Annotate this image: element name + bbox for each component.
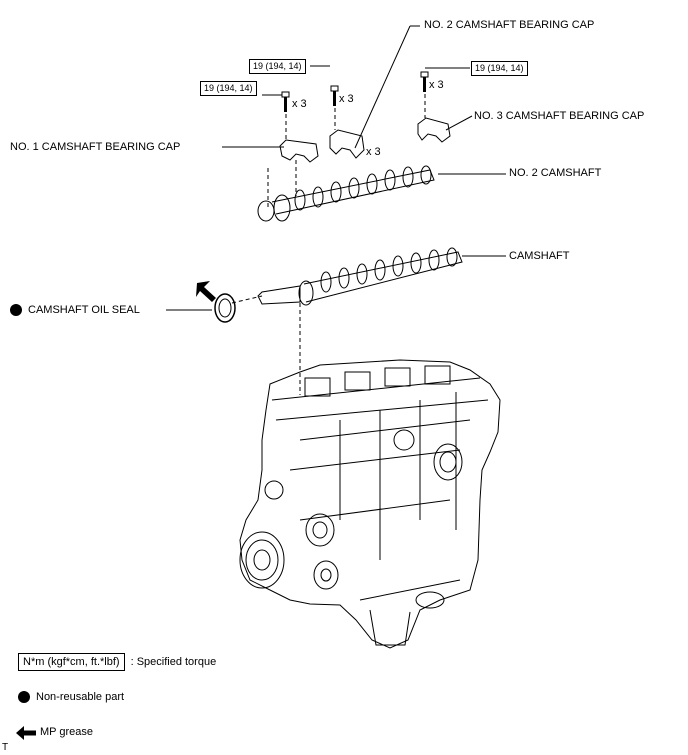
legend-torque-unit: N*m (kgf*cm, ft.*lbf) xyxy=(18,653,125,671)
qty-no3-bolts: x 3 xyxy=(429,79,444,91)
legend-mp-grease-text: MP grease xyxy=(40,726,93,738)
no3-bearing-cap xyxy=(417,117,451,143)
legend-arrow-icon xyxy=(16,726,36,740)
non-reusable-icon xyxy=(10,304,22,317)
bolt-group-no3 xyxy=(420,71,429,92)
torque-box-no1: 19 (194, 14) xyxy=(200,81,257,96)
non-reusable-legend-icon xyxy=(18,691,30,703)
mp-grease-arrow-on-seal xyxy=(196,281,216,302)
torque-box-no2: 19 (194, 14) xyxy=(249,59,306,74)
crank-pulley xyxy=(239,531,285,589)
no2-camshaft-drawing xyxy=(257,165,435,222)
engine-block-drawing xyxy=(239,359,501,649)
legend-torque-desc: : Specified torque xyxy=(130,656,217,668)
no2-bearing-cap xyxy=(329,129,365,159)
camshaft-drawing xyxy=(257,247,463,306)
qty-no2-bolts: x 3 xyxy=(339,93,354,105)
no1-bearing-cap xyxy=(279,139,319,163)
label-oil-seal: CAMSHAFT OIL SEAL xyxy=(10,304,140,317)
torque-box-no3: 19 (194, 14) xyxy=(471,61,528,76)
legend-non-reusable: Non-reusable part xyxy=(18,691,124,703)
oil-seal-text: CAMSHAFT OIL SEAL xyxy=(28,304,140,316)
qty-no1-bolts: x 3 xyxy=(292,98,307,110)
bolt-group-no1 xyxy=(281,91,290,112)
leader-no3-cap xyxy=(445,115,473,131)
legend-mp-grease: MP grease xyxy=(40,726,93,738)
label-no2-camshaft: NO. 2 CAMSHAFT xyxy=(509,167,602,179)
footer-mark: T xyxy=(2,742,9,753)
bolt-group-no2 xyxy=(330,85,339,106)
camshaft-oil-seal-drawing xyxy=(214,293,236,323)
qty-no2-caps: x 3 xyxy=(366,146,381,158)
label-no1-bearing-cap: NO. 1 CAMSHAFT BEARING CAP xyxy=(10,141,181,153)
label-camshaft: CAMSHAFT xyxy=(509,250,570,262)
legend-non-reusable-text: Non-reusable part xyxy=(36,691,125,703)
label-no3-bearing-cap: NO. 3 CAMSHAFT BEARING CAP xyxy=(474,110,645,122)
leader-no2-cap xyxy=(354,25,411,149)
legend-torque: N*m (kgf*cm, ft.*lbf) : Specified torque xyxy=(18,653,216,671)
label-no2-bearing-cap: NO. 2 CAMSHAFT BEARING CAP xyxy=(424,19,595,31)
